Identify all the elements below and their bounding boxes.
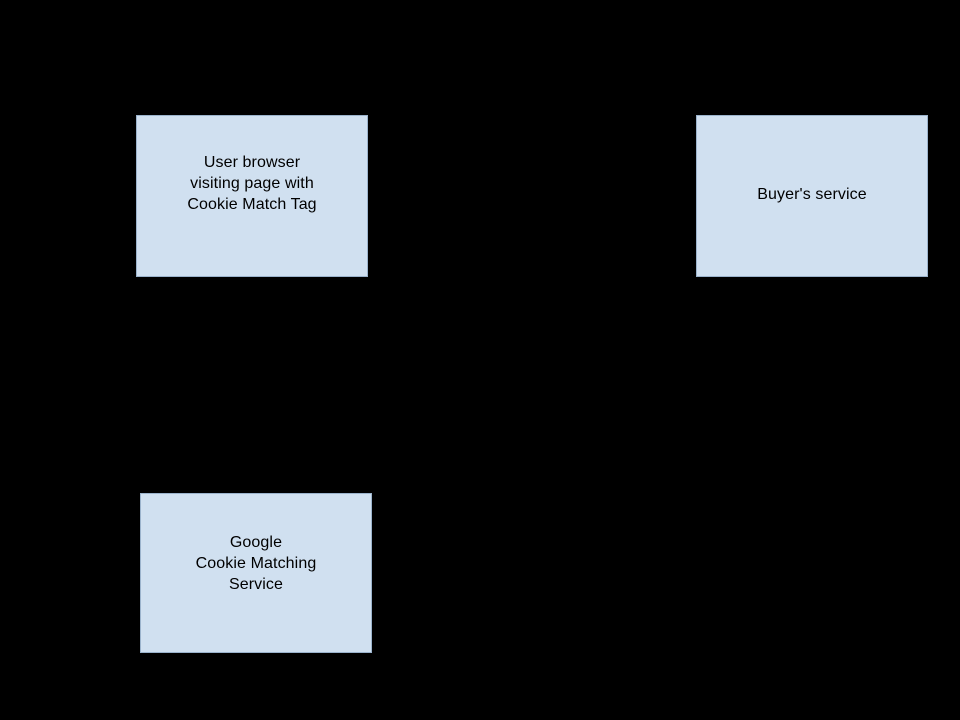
- diagram-node-google-cookie-matching-label: Google Cookie Matching Service: [195, 533, 317, 593]
- diagram-node-user-browser[interactable]: User browser visiting page with Cookie M…: [136, 115, 368, 277]
- diagram-node-user-browser-label: User browser visiting page with Cookie M…: [187, 153, 317, 213]
- diagram-node-buyers-service[interactable]: Buyer's service: [696, 115, 928, 277]
- diagram-node-google-cookie-matching[interactable]: Google Cookie Matching Service: [140, 493, 372, 653]
- diagram-node-buyers-service-label: Buyer's service: [757, 185, 867, 203]
